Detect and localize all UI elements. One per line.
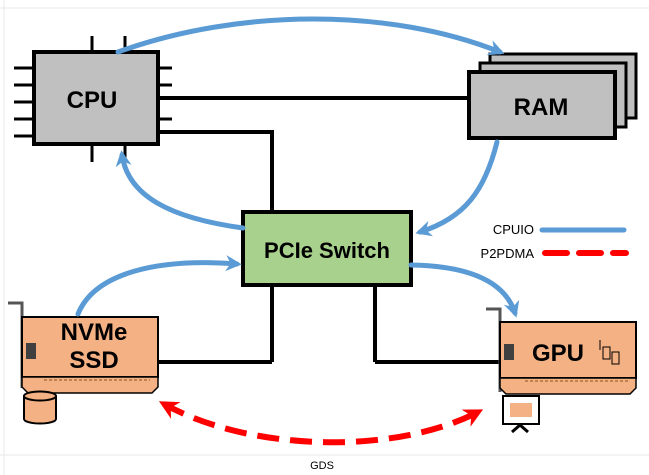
monitor-icon <box>502 395 540 434</box>
gpu-label: GPU <box>532 340 584 367</box>
nvme-ssd-card: NVMe SSD <box>8 301 159 394</box>
storage-disk-icon <box>23 390 57 425</box>
interconnect-lines <box>158 96 500 364</box>
cpu-label: CPU <box>67 87 118 114</box>
switch-to-gpu-arrow <box>408 262 520 318</box>
cpu-to-ram-arrow <box>115 16 505 56</box>
cpuio-flows <box>75 16 520 318</box>
pcie-switch: PCIe Switch <box>241 210 413 287</box>
nvme-label-line1: NVMe <box>61 319 128 346</box>
nvme-label-line2: SSD <box>69 347 118 374</box>
switch-to-cpu-arrow <box>115 150 246 231</box>
gpu-card: GPU <box>486 307 637 395</box>
legend-p2pdma-label: P2PDMA <box>481 246 535 261</box>
ram-stack: RAM <box>467 52 638 140</box>
legend-cpuio-label: CPUIO <box>493 222 534 237</box>
gds-caption: GDS <box>310 460 334 472</box>
legend: CPUIO P2PDMA <box>481 222 629 261</box>
ram-to-switch-arrow <box>415 139 500 237</box>
ram-label: RAM <box>514 94 569 121</box>
pcie-switch-label: PCIe Switch <box>264 238 390 263</box>
nvme-to-switch-arrow <box>75 255 242 317</box>
p2pdma-arrow <box>158 401 484 446</box>
cpu-chip: CPU <box>14 36 172 162</box>
